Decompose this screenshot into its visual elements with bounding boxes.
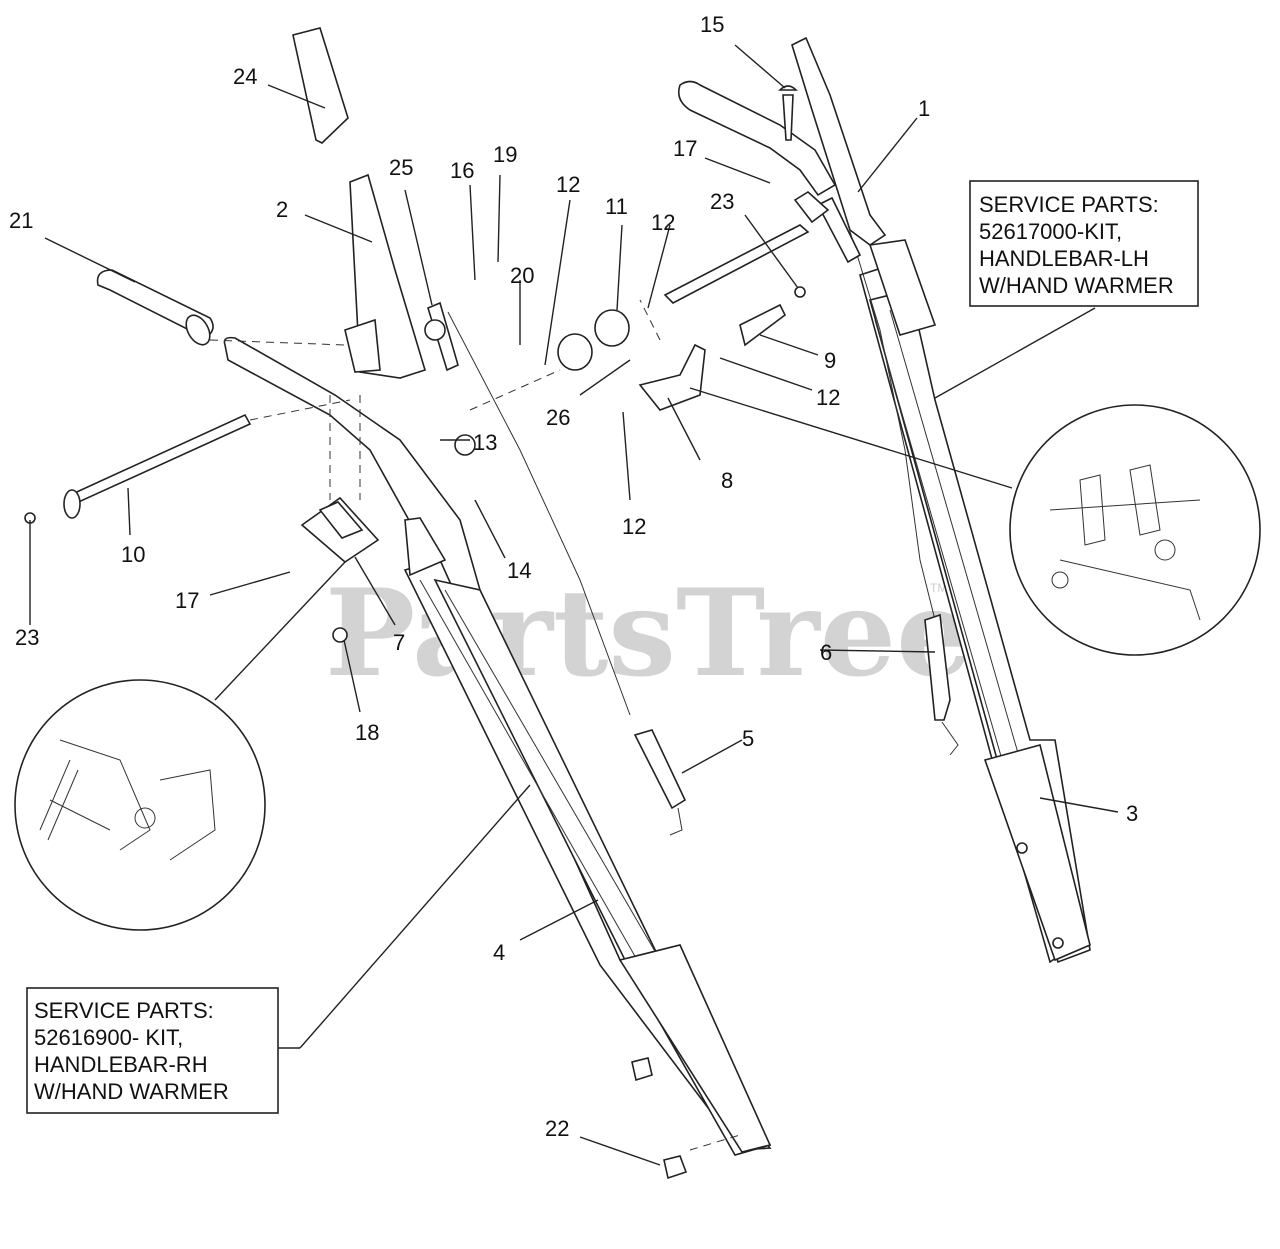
handlebar-rh-assembly [24,27,806,1180]
callout-7: 7 [393,630,405,655]
callout-10: 10 [121,542,145,567]
watermark-trademark: TM [930,581,947,595]
callout-5: 5 [742,726,754,751]
service-box-rh-line-3: HANDLEBAR-RH [34,1052,208,1077]
callout-17-b: 17 [175,588,199,613]
callout-12-a: 12 [556,172,580,197]
service-box-lh-line-4: W/HAND WARMER [979,273,1174,298]
callout-21: 21 [9,208,33,233]
handlebar-lh-assembly [663,36,1091,964]
service-box-rh-line-4: W/HAND WARMER [34,1079,229,1104]
callout-2: 2 [276,197,288,222]
callout-12-c: 12 [816,385,840,410]
callout-3: 3 [1126,801,1138,826]
callout-12-b: 12 [651,210,675,235]
callouts: 1 2 3 4 5 6 7 8 9 10 11 12 12 12 12 13 1… [9,12,1138,1141]
callout-13: 13 [473,430,497,455]
callout-1: 1 [918,96,930,121]
callout-4: 4 [493,940,505,965]
callout-11: 11 [605,194,628,219]
callout-24: 24 [233,64,257,89]
service-box-rh-line-1: SERVICE PARTS: [34,998,214,1023]
service-box-lh-line-1: SERVICE PARTS: [979,192,1159,217]
alignment-lines [209,299,741,1151]
service-box-lh: SERVICE PARTS: 52617000-KIT, HANDLEBAR-L… [969,180,1199,307]
callout-26: 26 [546,405,570,430]
callout-25: 25 [389,155,413,180]
callout-20: 20 [510,263,534,288]
callout-23-a: 23 [710,189,734,214]
detail-circle-lh [1009,404,1261,656]
callout-14: 14 [507,558,531,583]
service-box-lh-line-3: HANDLEBAR-LH [979,246,1149,271]
service-box-lh-line-2: 52617000-KIT, [979,219,1122,244]
detail-circle-rh [14,679,266,931]
callout-17-a: 17 [673,136,697,161]
callout-16: 16 [450,158,474,183]
service-box-rh: SERVICE PARTS: 52616900- KIT, HANDLEBAR-… [26,987,279,1114]
callout-18: 18 [355,720,379,745]
callout-22: 22 [545,1116,569,1141]
callout-23-b: 23 [15,625,39,650]
callout-8: 8 [721,468,733,493]
callout-9: 9 [824,348,836,373]
leader-lines [29,44,1119,1166]
service-box-rh-line-2: 52616900- KIT, [34,1025,183,1050]
callout-6: 6 [820,640,832,665]
callout-15: 15 [700,12,724,37]
callout-12-d: 12 [622,514,646,539]
callout-19: 19 [493,142,517,167]
